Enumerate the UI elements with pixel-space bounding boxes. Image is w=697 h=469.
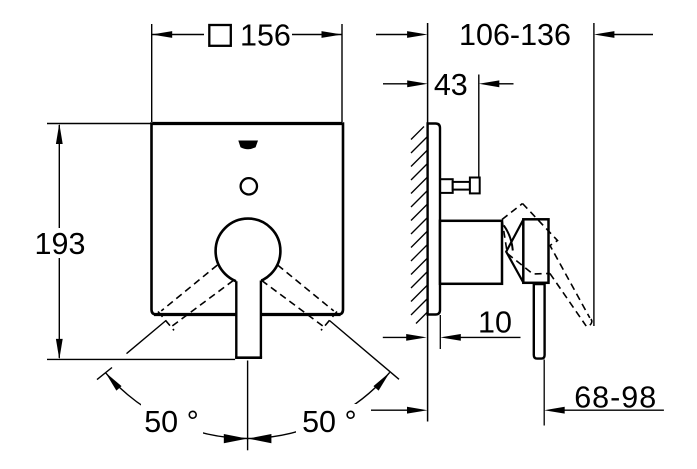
svg-text:106-136: 106-136 bbox=[459, 18, 571, 52]
svg-text:50 °: 50 ° bbox=[144, 405, 199, 439]
svg-text:156: 156 bbox=[240, 19, 291, 53]
svg-text:193: 193 bbox=[35, 227, 86, 261]
svg-text:50 °: 50 ° bbox=[302, 405, 357, 439]
svg-text:10: 10 bbox=[478, 306, 512, 340]
svg-text:68-98: 68-98 bbox=[574, 381, 657, 415]
svg-text:43: 43 bbox=[434, 68, 468, 102]
